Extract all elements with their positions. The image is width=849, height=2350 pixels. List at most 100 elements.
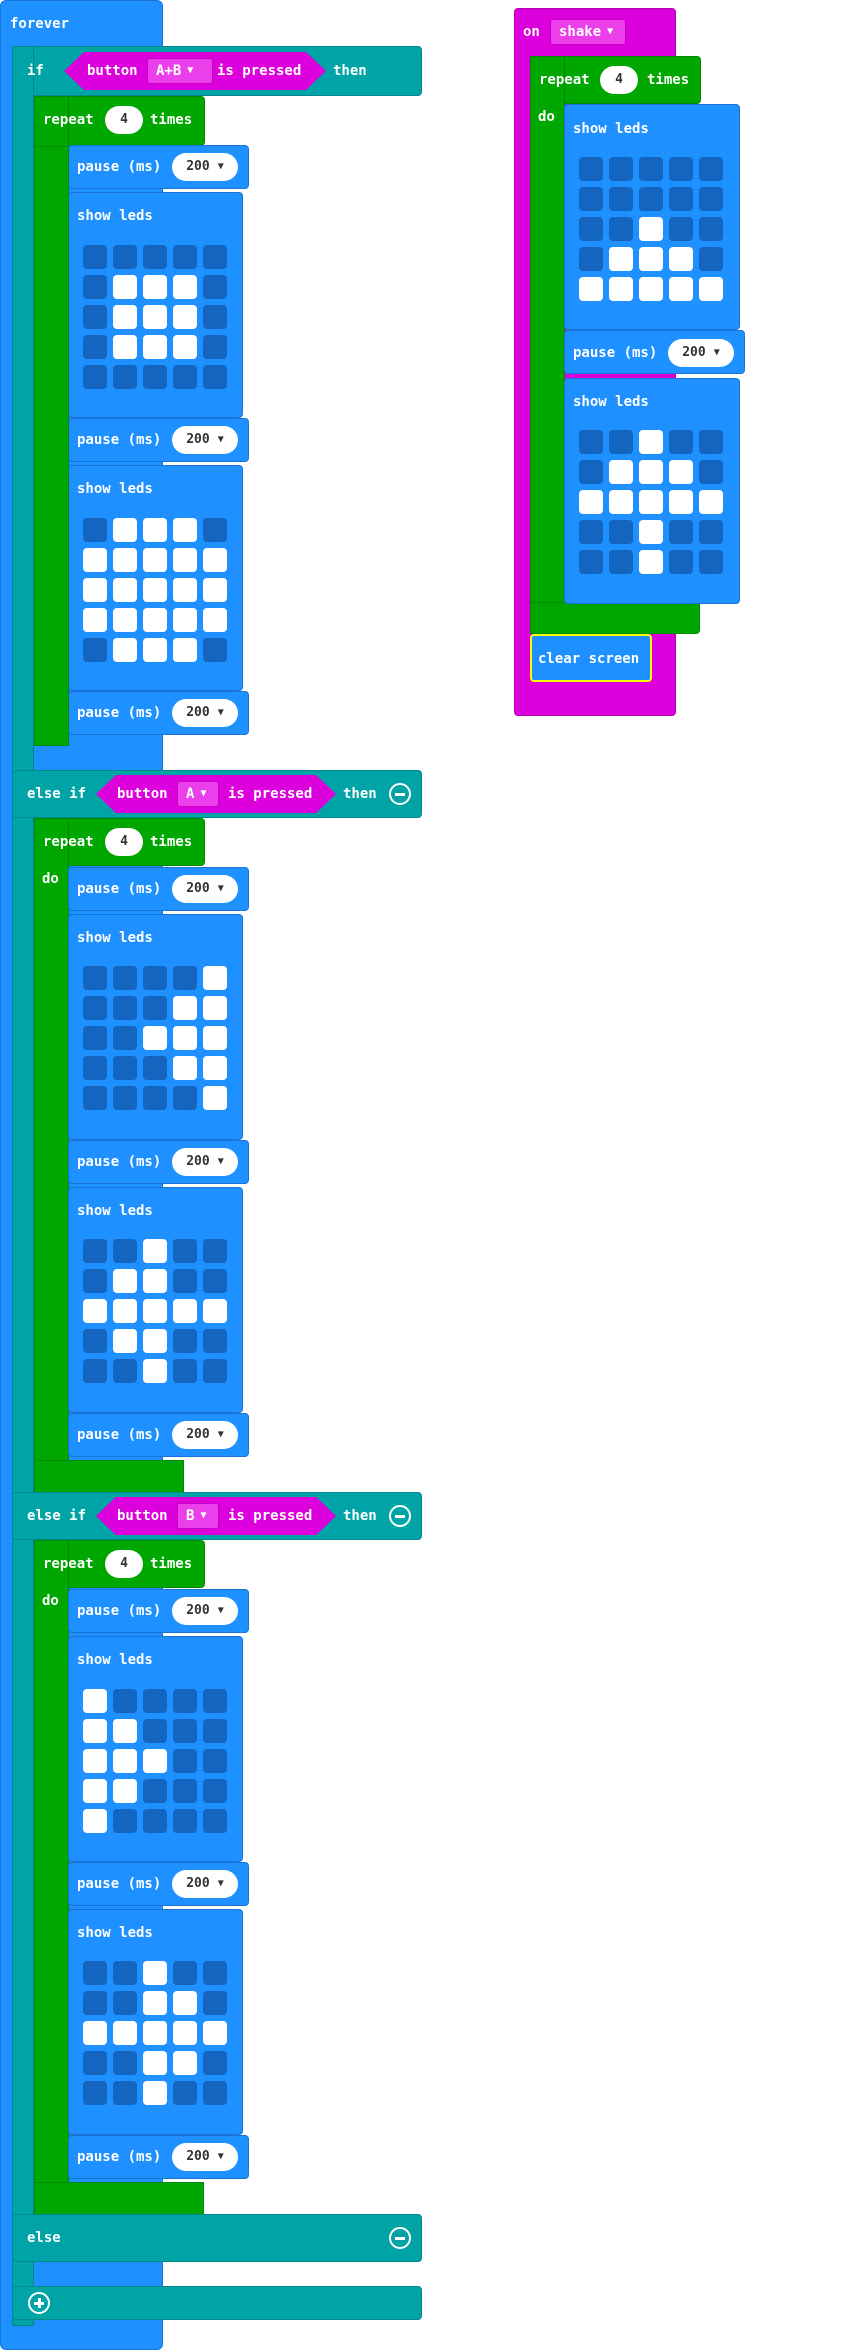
led-cell[interactable]	[203, 966, 227, 990]
led-cell[interactable]	[113, 638, 137, 662]
led-cell[interactable]	[173, 245, 197, 269]
led-cell[interactable]	[639, 247, 663, 271]
led-cell[interactable]	[639, 460, 663, 484]
led-cell[interactable]	[173, 1299, 197, 1323]
button-dropdown-ab[interactable]: A+B▼	[147, 58, 213, 84]
led-cell[interactable]	[113, 1026, 137, 1050]
led-cell[interactable]	[83, 2081, 107, 2105]
led-cell[interactable]	[203, 365, 227, 389]
led-cell[interactable]	[639, 490, 663, 514]
led-grid-a-2[interactable]	[83, 1239, 227, 1383]
led-cell[interactable]	[143, 1809, 167, 1833]
led-cell[interactable]	[173, 966, 197, 990]
led-cell[interactable]	[579, 217, 603, 241]
minus-circle-icon[interactable]	[389, 783, 411, 805]
led-cell[interactable]	[143, 1961, 167, 1985]
led-cell[interactable]	[83, 996, 107, 1020]
led-cell[interactable]	[83, 1329, 107, 1353]
led-cell[interactable]	[143, 1239, 167, 1263]
led-cell[interactable]	[113, 1359, 137, 1383]
led-cell[interactable]	[699, 277, 723, 301]
led-cell[interactable]	[173, 305, 197, 329]
pause-value[interactable]: 200▼	[172, 1421, 238, 1449]
led-cell[interactable]	[203, 1809, 227, 1833]
led-cell[interactable]	[143, 1779, 167, 1803]
led-cell[interactable]	[143, 335, 167, 359]
led-cell[interactable]	[609, 247, 633, 271]
led-cell[interactable]	[173, 608, 197, 632]
led-cell[interactable]	[173, 1056, 197, 1080]
led-cell[interactable]	[203, 518, 227, 542]
led-cell[interactable]	[83, 1239, 107, 1263]
led-cell[interactable]	[143, 245, 167, 269]
led-cell[interactable]	[173, 1329, 197, 1353]
led-cell[interactable]	[639, 550, 663, 574]
led-cell[interactable]	[173, 1026, 197, 1050]
led-cell[interactable]	[113, 966, 137, 990]
led-cell[interactable]	[83, 1689, 107, 1713]
led-cell[interactable]	[83, 578, 107, 602]
led-cell[interactable]	[669, 157, 693, 181]
else-block[interactable]	[12, 2214, 422, 2262]
led-cell[interactable]	[143, 1359, 167, 1383]
led-cell[interactable]	[669, 460, 693, 484]
led-cell[interactable]	[609, 430, 633, 454]
led-cell[interactable]	[203, 2051, 227, 2075]
led-cell[interactable]	[143, 578, 167, 602]
led-cell[interactable]	[113, 608, 137, 632]
led-cell[interactable]	[203, 1086, 227, 1110]
led-cell[interactable]	[143, 608, 167, 632]
repeat-count-shake[interactable]: 4	[600, 66, 638, 94]
led-cell[interactable]	[669, 520, 693, 544]
led-cell[interactable]	[143, 2021, 167, 2045]
led-cell[interactable]	[609, 520, 633, 544]
led-cell[interactable]	[143, 275, 167, 299]
led-cell[interactable]	[83, 548, 107, 572]
led-cell[interactable]	[113, 548, 137, 572]
led-cell[interactable]	[173, 335, 197, 359]
led-cell[interactable]	[173, 2051, 197, 2075]
minus-circle-icon[interactable]	[389, 2227, 411, 2249]
led-cell[interactable]	[699, 550, 723, 574]
led-grid-b-1[interactable]	[83, 1689, 227, 1833]
led-cell[interactable]	[173, 275, 197, 299]
led-cell[interactable]	[113, 1991, 137, 2015]
plus-circle-icon[interactable]	[28, 2292, 50, 2314]
led-cell[interactable]	[83, 1299, 107, 1323]
led-grid-shake-2[interactable]	[579, 430, 723, 574]
led-cell[interactable]	[203, 1991, 227, 2015]
led-cell[interactable]	[203, 638, 227, 662]
led-cell[interactable]	[143, 1719, 167, 1743]
led-grid-a-1[interactable]	[83, 966, 227, 1110]
led-cell[interactable]	[143, 1689, 167, 1713]
led-cell[interactable]	[113, 1961, 137, 1985]
led-cell[interactable]	[113, 2051, 137, 2075]
led-cell[interactable]	[699, 490, 723, 514]
led-cell[interactable]	[173, 1749, 197, 1773]
led-cell[interactable]	[173, 2021, 197, 2045]
led-cell[interactable]	[173, 1269, 197, 1293]
pause-value[interactable]: 200▼	[172, 699, 238, 727]
led-cell[interactable]	[83, 245, 107, 269]
led-cell[interactable]	[143, 1026, 167, 1050]
pause-value[interactable]: 200▼	[172, 1148, 238, 1176]
led-cell[interactable]	[669, 277, 693, 301]
led-grid-shake-1[interactable]	[579, 157, 723, 301]
led-cell[interactable]	[113, 275, 137, 299]
led-cell[interactable]	[669, 490, 693, 514]
led-cell[interactable]	[203, 1026, 227, 1050]
led-cell[interactable]	[203, 2081, 227, 2105]
led-cell[interactable]	[143, 1269, 167, 1293]
led-cell[interactable]	[143, 305, 167, 329]
led-cell[interactable]	[83, 966, 107, 990]
led-cell[interactable]	[639, 430, 663, 454]
led-cell[interactable]	[83, 1991, 107, 2015]
led-cell[interactable]	[203, 1359, 227, 1383]
led-cell[interactable]	[143, 518, 167, 542]
led-cell[interactable]	[83, 365, 107, 389]
led-cell[interactable]	[609, 550, 633, 574]
led-cell[interactable]	[173, 2081, 197, 2105]
led-cell[interactable]	[639, 520, 663, 544]
led-cell[interactable]	[113, 365, 137, 389]
led-cell[interactable]	[113, 2021, 137, 2045]
